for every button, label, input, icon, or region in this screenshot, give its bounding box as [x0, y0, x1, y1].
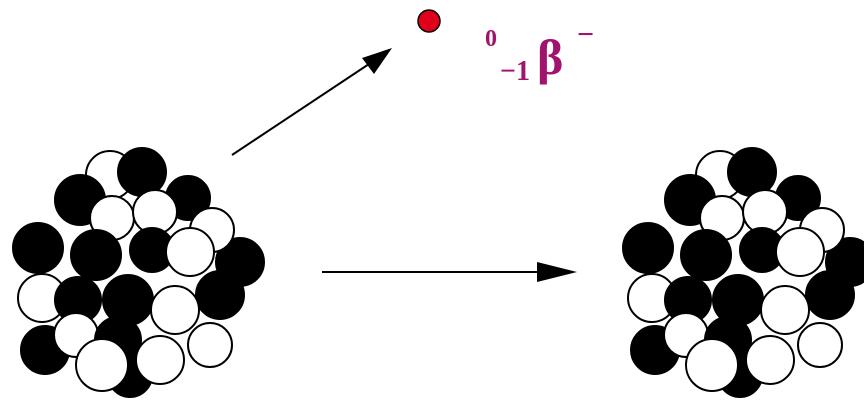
beta-notation: 0 −1 β − [485, 18, 594, 87]
emission-arrow [232, 48, 392, 155]
mass-number: 0 [485, 26, 497, 52]
atomic-number: −1 [500, 56, 530, 87]
charge-sign: − [577, 18, 594, 51]
beta-symbol: β [537, 29, 563, 85]
transformation-arrow [322, 262, 577, 282]
parent-nucleus [13, 148, 264, 397]
daughter-nucleus [623, 148, 864, 397]
electron-particle [418, 10, 440, 32]
